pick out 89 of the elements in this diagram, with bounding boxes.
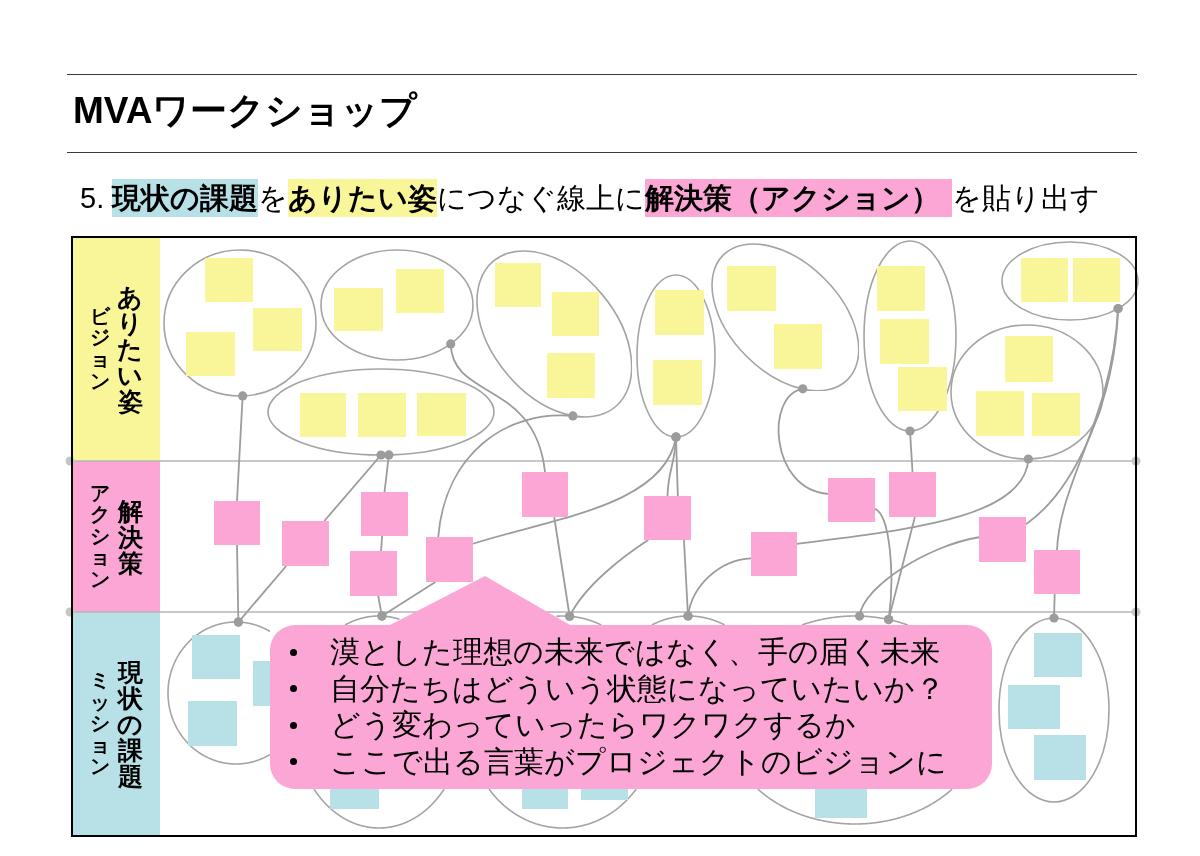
connector-line — [671, 432, 681, 497]
connector-line — [777, 384, 829, 495]
sticky-note — [334, 288, 383, 331]
sticky-note — [253, 308, 302, 351]
sticky-note — [1005, 336, 1053, 382]
title: MVAワークショップ — [73, 89, 418, 133]
row-sublabel: アクション — [89, 482, 110, 591]
cluster-ellipse — [950, 324, 1104, 460]
cluster-ellipse — [475, 250, 633, 418]
cluster-ellipse — [998, 617, 1110, 803]
connector-line — [905, 426, 915, 473]
sticky-note — [188, 701, 237, 746]
sticky-note — [1021, 258, 1068, 302]
cluster-ellipse — [1001, 241, 1139, 321]
cluster-ellipse — [636, 274, 716, 438]
sticky-note — [815, 789, 867, 818]
sticky-note — [1032, 393, 1080, 436]
sticky-note — [192, 635, 240, 679]
sticky-note — [976, 391, 1024, 436]
sticky-note — [979, 517, 1026, 562]
sticky-note — [547, 353, 595, 398]
subtitle: 5. 現状の課題をありたい姿につなぐ線上に解決策（アクション）を貼り出す — [80, 177, 1101, 219]
sticky-note — [361, 492, 408, 536]
connector-line — [380, 535, 384, 552]
sticky-note — [653, 360, 702, 405]
connector-line — [233, 565, 288, 627]
row-sublabel: ビジョン — [89, 305, 110, 393]
cluster-ellipse — [320, 249, 474, 361]
sticky-note — [877, 266, 925, 311]
cluster-ellipse — [863, 240, 957, 432]
connector-line — [565, 539, 650, 621]
sticky-note — [350, 551, 397, 596]
sticky-note — [396, 269, 444, 313]
sticky-note — [282, 521, 329, 566]
connector-line — [437, 411, 578, 538]
connector-line — [1049, 593, 1059, 623]
sticky-note — [300, 393, 346, 437]
sticky-note — [426, 537, 473, 582]
sticky-note — [358, 393, 406, 437]
row-label: 解決策 — [117, 497, 143, 576]
bullet-text: どう変わっていったらワクワクするか — [330, 707, 856, 744]
sticky-note — [880, 319, 929, 364]
sticky-note — [828, 478, 875, 522]
row-header — [72, 237, 160, 461]
row-sublabel: ミッション — [89, 670, 110, 778]
sticky-note — [186, 332, 235, 376]
connector-line — [383, 450, 394, 493]
connector-line — [446, 339, 546, 473]
sticky-note — [727, 266, 776, 311]
bullet-text: ここで出る言葉がプロジェクトのビジョンに — [330, 743, 947, 780]
connector-line — [236, 391, 248, 502]
connector-line — [377, 581, 437, 621]
speech-bubble — [270, 576, 992, 789]
sticky-note — [205, 258, 253, 302]
sticky-note — [214, 501, 260, 545]
sticky-note — [898, 367, 947, 411]
sticky-note — [1034, 633, 1082, 677]
connector-line — [1056, 304, 1123, 551]
sticky-note — [522, 789, 568, 809]
sticky-note — [889, 472, 936, 517]
sticky-note — [581, 789, 628, 800]
connector-line — [683, 557, 752, 621]
row-label: ありたい姿 — [117, 284, 143, 414]
cluster-ellipse — [710, 242, 860, 392]
cluster-ellipse — [163, 249, 317, 397]
sticky-note — [1034, 550, 1080, 594]
row-header — [72, 461, 160, 612]
sticky-note — [751, 532, 797, 576]
sticky-note — [1073, 258, 1120, 302]
connector-line — [796, 454, 1033, 545]
connector-line — [323, 450, 386, 522]
cluster-ellipse — [267, 368, 495, 456]
sticky-note — [1008, 685, 1060, 729]
row-label: 現状の課題 — [117, 659, 143, 789]
sticky-note — [330, 789, 379, 809]
sticky-note — [774, 324, 822, 369]
bullet-text: 漠とした理想の未来ではなく、手の届く未来 — [330, 634, 940, 671]
sticky-note — [1034, 735, 1086, 780]
sticky-note — [644, 496, 691, 540]
sticky-note — [253, 661, 270, 706]
connector-line — [854, 536, 980, 621]
sticky-note — [417, 393, 466, 436]
row-header — [72, 612, 160, 836]
sticky-note — [655, 290, 704, 335]
sticky-note — [522, 472, 568, 517]
sticky-note — [552, 292, 599, 336]
bullet-text: 自分たちはどういう状態になっていたいか？ — [330, 670, 945, 707]
connector-line — [884, 516, 916, 625]
sticky-note — [495, 263, 541, 307]
